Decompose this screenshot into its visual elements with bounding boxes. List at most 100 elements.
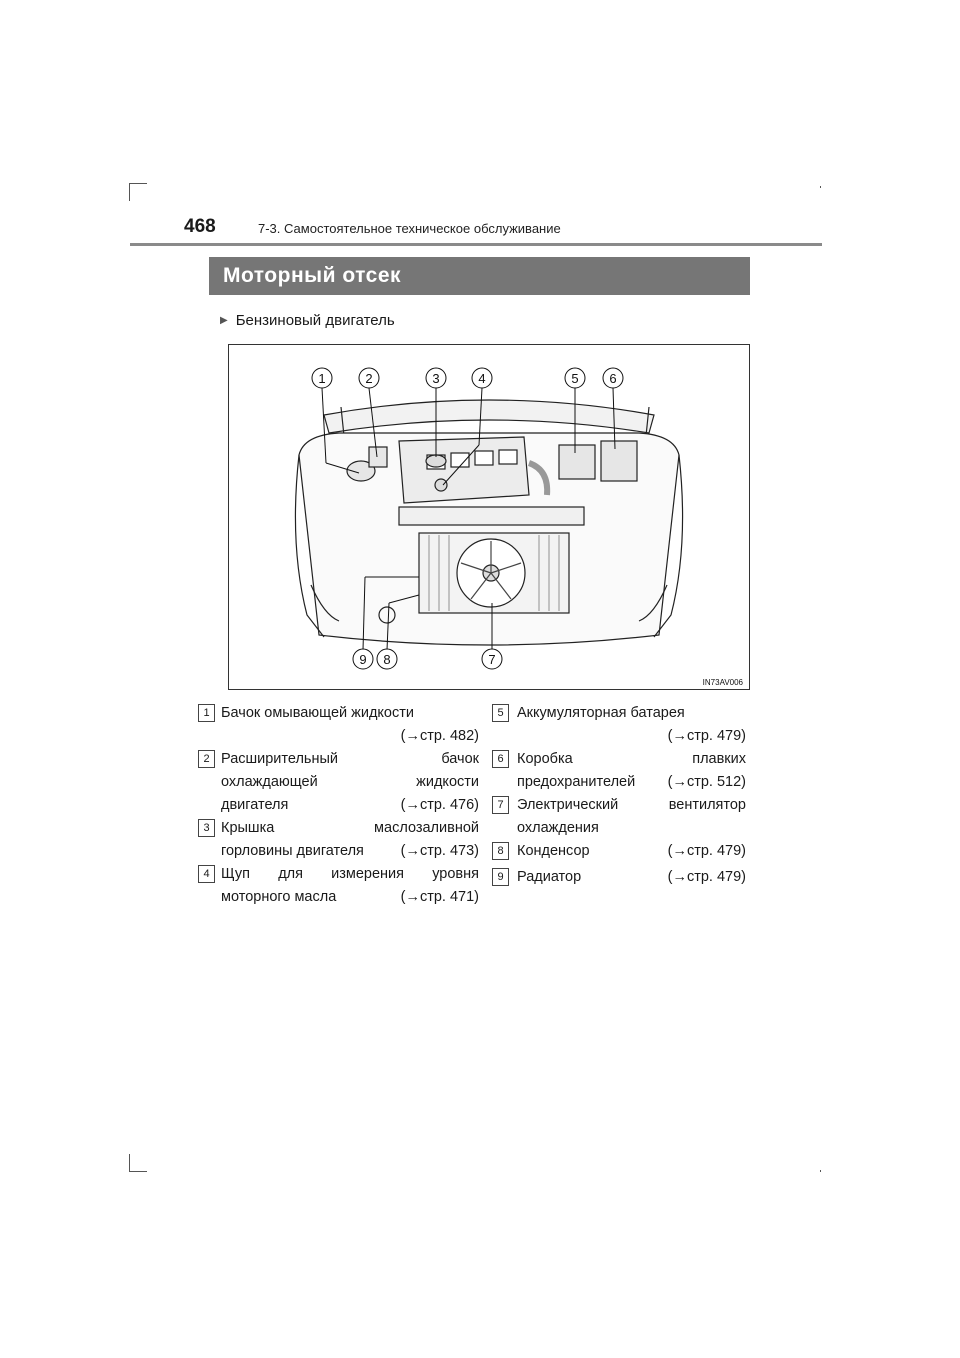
item-ref: (→стр. 512) xyxy=(667,774,746,790)
callout-label: 7 xyxy=(488,652,495,667)
section-title: Моторный отсек xyxy=(209,257,750,295)
fender-right xyxy=(653,454,684,638)
item-text: жидкости xyxy=(416,774,479,790)
item-text: бачок xyxy=(441,751,479,767)
legend-item: 2 Расширительный бачок охлаждающей жидкост… xyxy=(198,748,479,817)
subheading-text: Бензиновый двигатель xyxy=(235,312,395,329)
callout-2-icon xyxy=(358,367,380,389)
callout-label: 5 xyxy=(571,371,578,386)
item-text: Бачок омывающей жидкости xyxy=(221,705,414,721)
item-text: плавких xyxy=(692,751,746,767)
fuse-box-shape xyxy=(600,440,638,482)
engine-cover xyxy=(398,436,530,504)
item-text: моторного масла xyxy=(221,889,337,905)
callout-6-icon xyxy=(602,367,624,389)
callout-3-icon xyxy=(425,367,447,389)
intake-box-3 xyxy=(474,450,494,466)
triangle-bullet-icon: ▶ xyxy=(220,315,228,326)
coolant-reservoir-shape xyxy=(368,446,388,468)
item-text: двигателя xyxy=(221,797,289,813)
crop-mark-bottom-right xyxy=(820,1170,821,1172)
radiator-support xyxy=(398,506,585,526)
item-text: Электрический xyxy=(517,797,619,813)
chapter-title: 7-3. Самостоятельное техническое обслужи… xyxy=(258,221,561,236)
figure-code: IN73AV006 xyxy=(703,678,744,687)
tow-hook-cover xyxy=(378,606,396,624)
legend-item: 7 Электрический вентилятор охлаждения xyxy=(492,794,746,840)
callout-label: 1 xyxy=(318,371,325,386)
callout-4-icon xyxy=(471,367,493,389)
item-number: 2 xyxy=(198,750,215,768)
crop-mark-top-left xyxy=(129,183,130,201)
crop-mark-top-right xyxy=(820,186,821,188)
item-ref: (→стр. 479) xyxy=(667,869,746,885)
legend-item: 5 Аккумуляторная батарея (→стр. 479) xyxy=(492,702,746,748)
bumper-right-light xyxy=(638,584,668,622)
leader-lines xyxy=(321,387,616,651)
engine-compartment-figure: 1 2 3 4 5 6 9 8 7 IN73AV006 xyxy=(228,344,750,690)
item-text: горловины двигателя xyxy=(221,843,364,859)
callout-label: 9 xyxy=(359,652,366,667)
item-number: 3 xyxy=(198,819,215,837)
item-number: 8 xyxy=(492,842,509,860)
callout-label: 6 xyxy=(609,371,616,386)
callout-1-icon xyxy=(311,367,333,389)
item-text: для xyxy=(278,866,303,882)
subheading: ▶ Бензиновый двигатель xyxy=(220,312,395,329)
fan-blades xyxy=(460,541,522,600)
bumper-left-light xyxy=(310,584,340,622)
item-ref: (→стр. 479) xyxy=(667,728,746,744)
item-text: предохранителей xyxy=(517,774,636,790)
item-text: охлаждения xyxy=(517,820,599,836)
item-number: 9 xyxy=(492,868,509,886)
callout-9-icon xyxy=(352,648,374,670)
legend-item: 8 Конденсор (→стр. 479) xyxy=(492,840,746,863)
radiator-fins xyxy=(428,535,560,611)
item-text: вентилятор xyxy=(668,797,746,813)
item-ref: (→стр. 482) xyxy=(400,728,479,744)
callout-label: 2 xyxy=(365,371,372,386)
legend-item: 4 Щуп для измерения уровня моторного масла (… xyxy=(198,863,479,909)
item-number: 4 xyxy=(198,865,215,883)
crop-mark-top-left xyxy=(129,183,147,184)
item-number: 1 xyxy=(198,704,215,722)
crop-mark-bottom-left xyxy=(129,1154,130,1172)
callout-5-icon xyxy=(564,367,586,389)
callout-7-icon xyxy=(481,648,503,670)
item-text: Конденсор xyxy=(517,843,590,859)
item-number: 7 xyxy=(492,796,509,814)
item-text: Расширительный xyxy=(221,751,339,767)
section-title-text: Моторный отсек xyxy=(223,264,402,287)
crop-mark-bottom-left xyxy=(129,1171,147,1172)
intake-box-4 xyxy=(498,449,518,465)
washer-tank-shape xyxy=(346,460,376,482)
callout-label: 3 xyxy=(432,371,439,386)
item-text: охлаждающей xyxy=(221,774,318,790)
hood-outline xyxy=(323,399,655,434)
page-number: 468 xyxy=(184,216,216,237)
item-number: 5 xyxy=(492,704,509,722)
dipstick-shape xyxy=(434,478,448,492)
item-text: уровня xyxy=(432,866,479,882)
item-text: Крышка xyxy=(221,820,275,836)
legend-item: 1 Бачок омывающей жидкости (→стр. 482) xyxy=(198,702,479,748)
battery-shape xyxy=(558,444,596,480)
item-text: измерения xyxy=(331,866,405,882)
callout-label: 8 xyxy=(383,652,390,667)
item-ref: (→стр. 473) xyxy=(400,843,479,859)
legend-item: 9 Радиатор (→стр. 479) xyxy=(492,866,746,889)
engine-illustration: 1 2 3 4 5 6 9 8 7 IN73AV006 xyxy=(294,367,744,687)
fender-left xyxy=(294,454,325,638)
item-text: маслозаливной xyxy=(374,820,479,836)
header-rule xyxy=(130,243,822,246)
item-text: Щуп xyxy=(221,866,251,882)
callout-label: 4 xyxy=(478,371,485,386)
callouts xyxy=(311,367,624,670)
item-ref: (→стр. 471) xyxy=(400,889,479,905)
item-ref: (→стр. 476) xyxy=(400,797,479,813)
item-text: Радиатор xyxy=(517,869,582,885)
legend-item: 3 Крышка маслозаливной горловины двигател… xyxy=(198,817,479,863)
air-intake-duct xyxy=(527,460,551,496)
item-ref: (→стр. 479) xyxy=(667,843,746,859)
